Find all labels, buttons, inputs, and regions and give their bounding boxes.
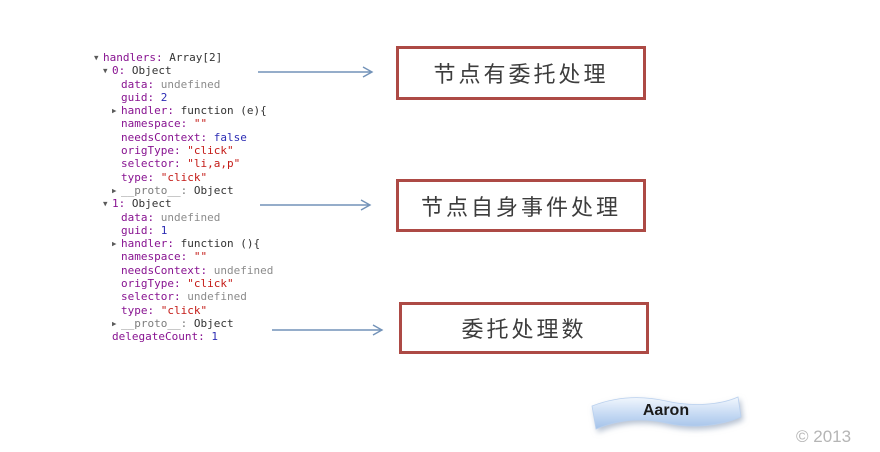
annotation-box-own-event: 节点自身事件处理 [396, 179, 646, 232]
tree-row: data: undefined [94, 211, 273, 224]
tree-row: guid: 2 [94, 91, 273, 104]
tree-row: ▶ __proto__: Object [94, 317, 273, 330]
property-value: Object [131, 64, 172, 78]
property-value: Array[2] [169, 51, 223, 64]
tree-row: type: "click" [94, 304, 273, 317]
author-name: Aaron [642, 402, 690, 419]
arrow-to-delegated-box [258, 66, 374, 78]
property-name: namespace: [121, 117, 194, 131]
property-value: Object [193, 316, 234, 330]
annotation-label: 节点有委托处理 [433, 62, 609, 87]
property-name: type: [121, 170, 161, 184]
property-value: false [213, 130, 247, 144]
expander-collapse-icon[interactable]: ▼ [103, 66, 108, 76]
tree-row: ▼ 0: Object [94, 64, 273, 77]
author-ribbon: Aaron [586, 393, 746, 437]
expander-collapse-icon[interactable]: ▼ [94, 53, 99, 62]
property-value: "" [193, 117, 208, 131]
tree-row: guid: 1 [94, 224, 273, 237]
property-value: undefined [187, 290, 247, 304]
property-name: guid: [121, 90, 161, 104]
property-name: selector: [121, 157, 188, 171]
annotation-label: 委托处理数 [461, 317, 587, 342]
tree-row: ▼ handlers: Array[2] [94, 51, 273, 64]
property-value: undefined [213, 263, 274, 277]
tree-row: needsContext: false [94, 131, 273, 144]
property-value: "click" [160, 170, 208, 184]
property-name: handler: [121, 237, 181, 251]
expander-expand-icon[interactable]: ▶ [112, 185, 117, 195]
annotation-box-delegate-count: 委托处理数 [399, 302, 649, 354]
property-name: delegateCount: [112, 330, 212, 344]
tree-row: origType: "click" [94, 277, 273, 290]
property-name: namespace: [121, 250, 194, 264]
tree-row: selector: "li,a,p" [94, 157, 273, 170]
property-value: 1 [160, 223, 168, 237]
annotation-label: 节点自身事件处理 [420, 194, 621, 220]
property-value: 2 [160, 90, 168, 104]
expander-expand-icon[interactable]: ▶ [112, 318, 117, 328]
property-value: "click" [187, 144, 234, 158]
tree-row: ▶ handler: function (){ [94, 237, 273, 250]
property-name: __proto__: [121, 316, 194, 330]
expander-expand-icon[interactable]: ▶ [112, 106, 117, 116]
property-value: "click" [160, 303, 208, 317]
property-name: needsContext: [121, 263, 214, 277]
property-value: Object [193, 183, 234, 197]
property-value: "li,a,p" [187, 157, 241, 171]
tree-row: type: "click" [94, 171, 273, 184]
tree-row: namespace: "" [94, 117, 273, 130]
property-name: data: [121, 77, 161, 91]
property-value: "click" [187, 277, 234, 291]
property-value: "" [193, 250, 208, 264]
tree-row: origType: "click" [94, 144, 273, 157]
property-name: selector: [121, 290, 188, 304]
tree-row: ▶ __proto__: Object [94, 184, 273, 197]
annotation-box-delegated: 节点有委托处理 [396, 46, 646, 100]
property-name: origType: [121, 277, 188, 291]
property-name: type: [121, 303, 161, 317]
property-name: needsContext: [121, 130, 214, 144]
tree-row: ▼ 1: Object [94, 197, 273, 210]
tree-row: selector: undefined [94, 290, 273, 303]
arrow-to-own-event-box [260, 199, 372, 211]
expander-expand-icon[interactable]: ▶ [112, 239, 117, 249]
property-value: Object [131, 197, 172, 211]
property-name: handler: [121, 104, 181, 118]
property-value: undefined [160, 210, 221, 224]
property-value: function (e){ [180, 104, 267, 118]
property-value: 1 [211, 330, 218, 344]
tree-row: ▶ handler: function (e){ [94, 104, 273, 117]
property-name: 0: [112, 64, 132, 78]
tree-row: delegateCount: 1 [94, 330, 273, 343]
property-name: handlers: [103, 51, 170, 64]
property-name: guid: [121, 223, 161, 237]
tree-row: data: undefined [94, 78, 273, 91]
tree-row: namespace: "" [94, 250, 273, 263]
tree-row: needsContext: undefined [94, 264, 273, 277]
property-name: 1: [112, 197, 132, 211]
arrow-to-delegate-count-box [272, 324, 384, 336]
property-name: data: [121, 210, 161, 224]
property-name: origType: [121, 144, 188, 158]
copyright-text: © 2013 [796, 427, 852, 446]
property-value: function (){ [180, 237, 261, 251]
property-name: __proto__: [121, 183, 194, 197]
expander-collapse-icon[interactable]: ▼ [103, 199, 108, 209]
property-value: undefined [160, 77, 221, 91]
wave-ribbon-shape [591, 396, 742, 430]
